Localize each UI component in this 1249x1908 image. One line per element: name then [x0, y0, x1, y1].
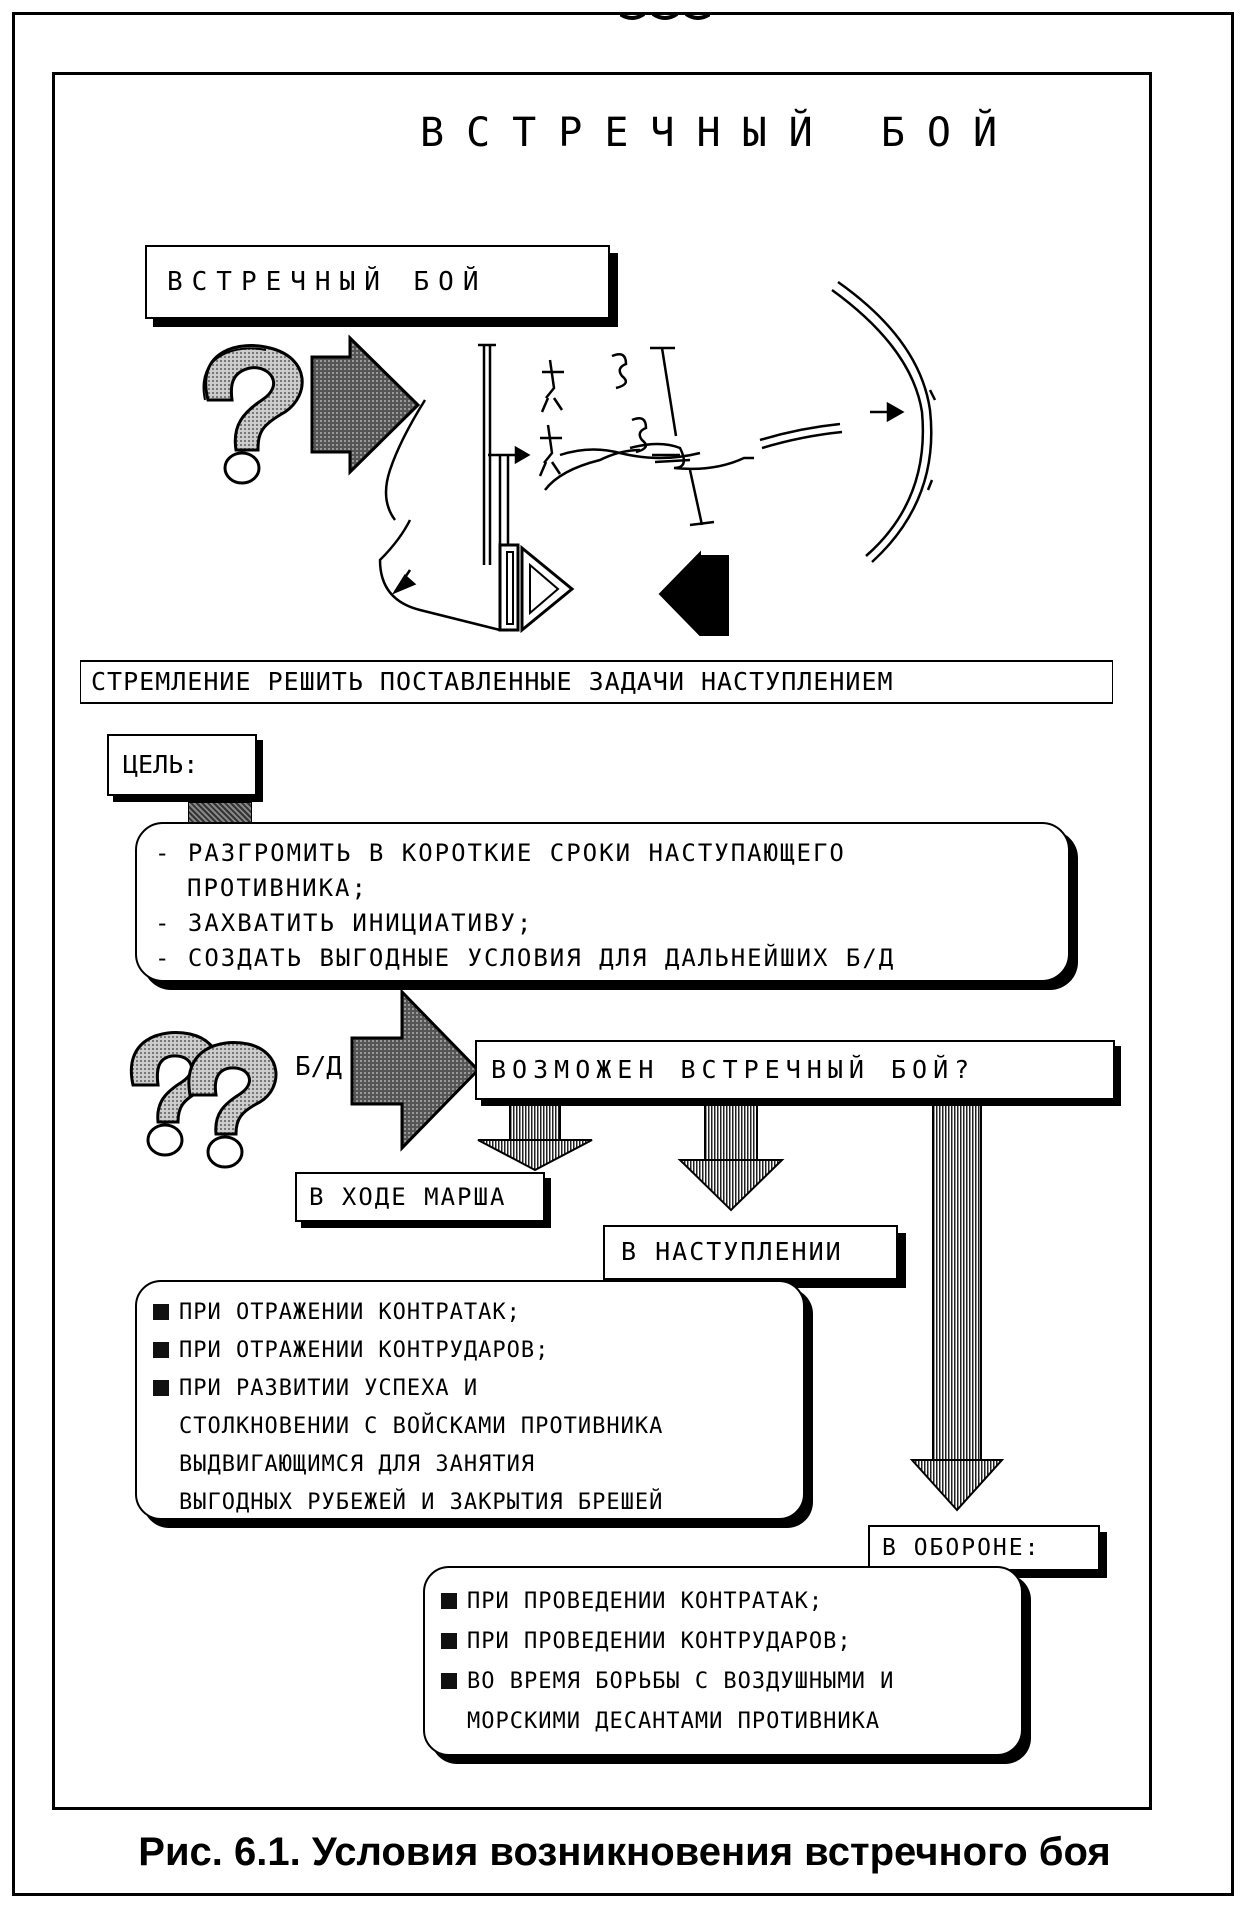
defense-list: ПРИ ПРОВЕДЕНИИ КОНТРАТАК; ПРИ ПРОВЕДЕНИИ… — [423, 1566, 1023, 1756]
white-arrow-icon — [498, 543, 575, 634]
black-arrow-icon — [658, 550, 729, 636]
branch-march: В ХОДЕ МАРША — [295, 1172, 545, 1222]
offense-item: ПРИ РАЗВИТИИ УСПЕХА И — [153, 1370, 787, 1408]
offense-list: ПРИ ОТРАЖЕНИИ КОНТРАТАК; ПРИ ОТРАЖЕНИИ К… — [135, 1280, 805, 1520]
goal-item: - СОЗДАТЬ ВЫГОДНЫЕ УСЛОВИЯ ДЛЯ ДАЛЬНЕЙШИ… — [155, 944, 896, 972]
boxed-title: ВСТРЕЧНЫЙ БОЙ — [145, 245, 610, 319]
defense-item: ПРИ ПРОВЕДЕНИИ КОНТРУДАРОВ; — [441, 1622, 1005, 1662]
figure-caption: Рис. 6.1. Условия возникновения встречно… — [138, 1830, 1111, 1874]
bullet-icon — [441, 1673, 457, 1689]
goal-label: ЦЕЛЬ: — [107, 734, 257, 796]
goal-item: - РАЗГРОМИТЬ В КОРОТКИЕ СРОКИ НАСТУПАЮЩЕ… — [155, 839, 846, 867]
diagram-title: ВСТРЕЧНЫЙ БОЙ — [420, 110, 1020, 156]
branch-arrow-offense — [677, 1099, 785, 1212]
bullet-icon — [153, 1380, 169, 1396]
bullet-icon — [441, 1593, 457, 1609]
offense-item-continuation: ВЫГОДНЫХ РУБЕЖЕЙ И ЗАКРЫТИЯ БРЕШЕЙ — [179, 1490, 664, 1515]
bd-label: Б/Д — [295, 1052, 342, 1082]
diagram-frame — [52, 72, 1152, 1810]
battle-map-sketch — [378, 280, 937, 632]
bullet-icon — [153, 1304, 169, 1320]
page-number-mark — [620, 12, 710, 20]
defense-item: ВО ВРЕМЯ БОРЬБЫ С ВОЗДУШНЫМИ И — [441, 1662, 1005, 1702]
defense-item: ПРИ ПРОВЕДЕНИИ КОНТРАТАК; — [441, 1582, 1005, 1622]
goal-item: - ЗАХВАТИТЬ ИНИЦИАТИВУ; — [155, 909, 534, 937]
goal-list: - РАЗГРОМИТЬ В КОРОТКИЕ СРОКИ НАСТУПАЮЩЕ… — [135, 822, 1070, 982]
question-mark-icon — [202, 344, 304, 485]
branch-arrow-defense — [909, 1099, 1005, 1512]
large-dark-arrow-icon — [310, 334, 421, 476]
bullet-icon — [441, 1633, 457, 1649]
goal-item: ПРОТИВНИКА; — [187, 874, 368, 902]
offense-item: ПРИ ОТРАЖЕНИИ КОНТРАТАК; — [153, 1294, 787, 1332]
branch-arrow-march — [477, 1099, 593, 1172]
bullet-icon — [153, 1342, 169, 1358]
strive-banner: СТРЕМЛЕНИЕ РЕШИТЬ ПОСТАВЛЕННЫЕ ЗАДАЧИ НА… — [80, 660, 1113, 704]
offense-item-continuation: ВЫДВИГАЮЩИМСЯ ДЛЯ ЗАНЯТИЯ — [179, 1452, 536, 1477]
large-dotted-arrow-icon — [350, 988, 481, 1152]
offense-item-continuation: СТОЛКНОВЕНИИ С ВОЙСКАМИ ПРОТИВНИКА — [179, 1414, 664, 1439]
offense-item: ПРИ ОТРАЖЕНИИ КОНТРУДАРОВ; — [153, 1332, 787, 1370]
branch-defense: В ОБОРОНЕ: — [868, 1525, 1100, 1571]
branch-offense: В НАСТУПЛЕНИИ — [603, 1225, 898, 1280]
double-question-mark-icon — [129, 1031, 278, 1169]
question-box: ВОЗМОЖЕН ВСТРЕЧНЫЙ БОЙ? — [475, 1040, 1115, 1100]
defense-item-continuation: МОРСКИМИ ДЕСАНТАМИ ПРОТИВНИКА — [467, 1709, 881, 1734]
